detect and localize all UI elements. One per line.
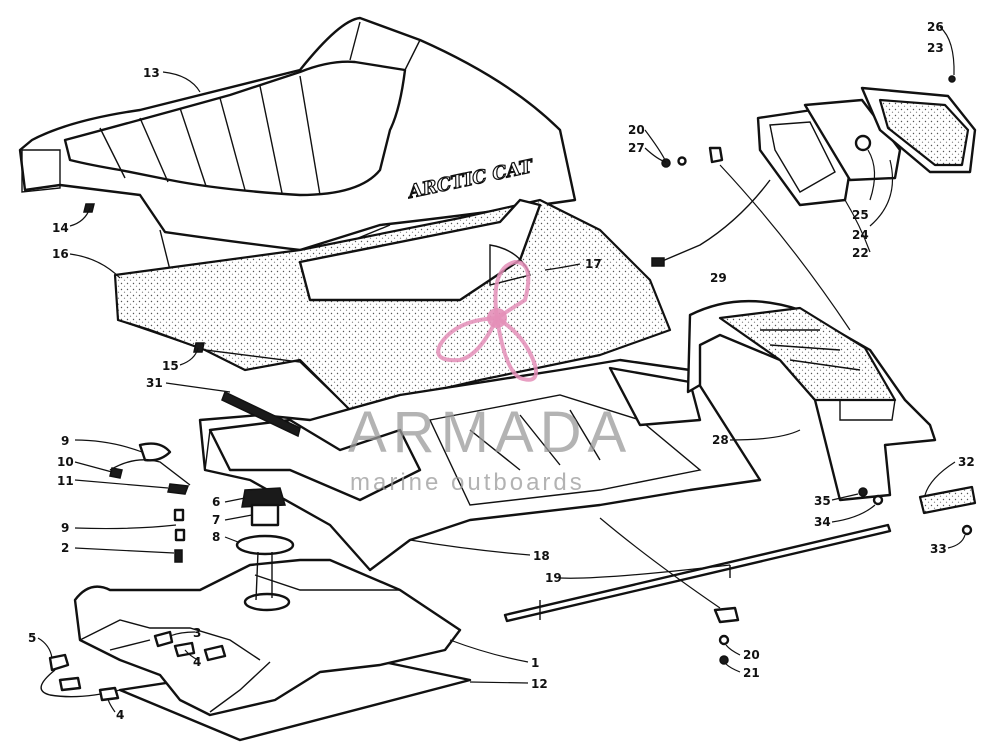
callout-3: 3 [193, 626, 201, 640]
callout-6: 6 [212, 495, 220, 509]
leader-lines [37, 26, 966, 713]
taillight-assembly [651, 86, 977, 267]
callout-31: 31 [146, 376, 163, 390]
callout-8: 8 [212, 530, 220, 544]
tank-fittings-part [40, 630, 227, 702]
callout-32: 32 [958, 455, 975, 469]
callout-33: 33 [930, 542, 947, 556]
vent-hose-part [109, 442, 191, 563]
callout-7: 7 [212, 513, 220, 527]
rubber-strip-part [221, 390, 301, 438]
callout-23: 23 [927, 41, 944, 55]
callout-25: 25 [852, 208, 869, 222]
fuel-sender-part [235, 487, 295, 601]
callout-20-top: 20 [628, 123, 645, 137]
screw-hardware [858, 487, 973, 536]
callout-15: 15 [162, 359, 179, 373]
reflector-part [918, 485, 977, 515]
watermark-brand: ARMADA [348, 400, 632, 465]
callout-22: 22 [852, 246, 869, 260]
callout-labels: 13 14 16 15 17 31 26 23 20 27 25 24 22 2… [28, 20, 975, 722]
support-rod-part [503, 523, 892, 665]
callout-4-bottom: 4 [116, 708, 124, 722]
callout-19: 19 [545, 571, 562, 585]
callout-10: 10 [57, 455, 74, 469]
callout-11: 11 [57, 474, 74, 488]
callout-24: 24 [852, 228, 869, 242]
callout-5: 5 [28, 631, 36, 645]
callout-35: 35 [814, 494, 831, 508]
callout-9-lower: 9 [61, 521, 69, 535]
watermark: ARMADA marine outboards [348, 259, 632, 496]
callout-1: 1 [531, 656, 539, 670]
fuel-tank-part [73, 558, 472, 742]
callout-29: 29 [710, 271, 727, 285]
callout-17: 17 [585, 257, 602, 271]
callout-16: 16 [52, 247, 69, 261]
callout-21: 21 [743, 666, 760, 680]
callout-4-mid: 4 [193, 655, 201, 669]
callout-34: 34 [814, 515, 831, 529]
callout-26: 26 [927, 20, 944, 34]
rear-console-part [686, 299, 937, 502]
callout-18: 18 [533, 549, 550, 563]
callout-28: 28 [712, 433, 729, 447]
callout-20-bottom: 20 [743, 648, 760, 662]
callout-2: 2 [61, 541, 69, 555]
callout-14: 14 [52, 221, 69, 235]
seat-part: ARCTIC CAT [18, 16, 577, 291]
propeller-logo-icon [436, 259, 538, 382]
callout-27: 27 [628, 141, 645, 155]
callout-9-upper: 9 [61, 434, 69, 448]
callout-12: 12 [531, 677, 548, 691]
hood-tray-part [198, 358, 762, 572]
callout-13: 13 [143, 66, 160, 80]
watermark-tagline: marine outboards [350, 469, 585, 496]
small-hardware [83, 203, 205, 353]
